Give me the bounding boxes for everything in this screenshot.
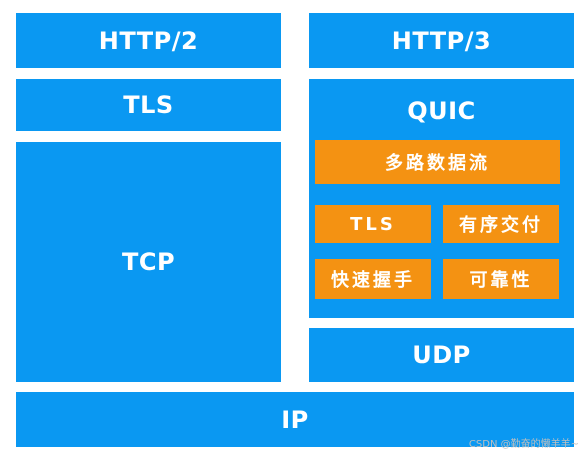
multiplexed-streams-label: 多路数据流 (385, 153, 490, 174)
tcp-layer: TCP (16, 142, 281, 382)
quic-tls-label: TLS (350, 213, 396, 235)
http3-layer: HTTP/3 (309, 13, 574, 68)
quic-label: QUIC (407, 97, 476, 125)
multiplexed-streams-box: 多路数据流 (315, 140, 560, 184)
udp-label: UDP (412, 341, 471, 369)
ordered-delivery-label: 有序交付 (459, 215, 543, 236)
tls-label: TLS (123, 91, 174, 119)
watermark: CSDN @勤奋的懒羊羊~ (468, 439, 579, 450)
http2-label: HTTP/2 (98, 26, 199, 55)
tls-layer: TLS (16, 79, 281, 131)
http2-layer: HTTP/2 (16, 13, 281, 68)
reliability-label: 可靠性 (469, 270, 533, 291)
reliability-box: 可靠性 (443, 259, 559, 299)
tcp-label: TCP (121, 248, 176, 276)
fast-handshake-label: 快速握手 (331, 270, 415, 291)
fast-handshake-box: 快速握手 (315, 259, 431, 299)
quic-tls-box: TLS (315, 205, 431, 243)
http3-label: HTTP/3 (391, 26, 492, 55)
ordered-delivery-box: 有序交付 (443, 205, 559, 243)
udp-layer: UDP (309, 328, 574, 382)
ip-label: IP (281, 405, 309, 434)
ip-layer: IP (16, 392, 574, 447)
